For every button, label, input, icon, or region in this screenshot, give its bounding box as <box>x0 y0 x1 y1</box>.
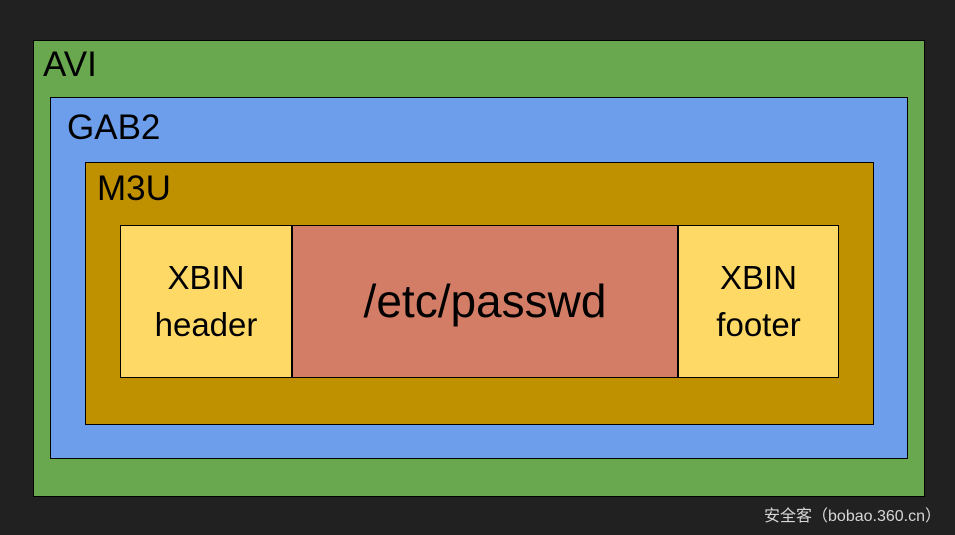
payload-label: /etc/passwd <box>363 275 607 328</box>
gab2-label: GAB2 <box>67 108 161 147</box>
xbin-header-label: XBIN header <box>154 259 258 343</box>
xbin-footer-label: XBIN footer <box>716 259 801 343</box>
xbin-header-box: XBIN header <box>120 225 292 378</box>
xbin-footer-box: XBIN footer <box>678 225 839 378</box>
m3u-label: M3U <box>97 169 171 208</box>
payload-box: /etc/passwd <box>292 225 678 378</box>
avi-label: AVI <box>43 45 97 84</box>
watermark-text: 安全客（bobao.360.cn） <box>764 508 941 525</box>
